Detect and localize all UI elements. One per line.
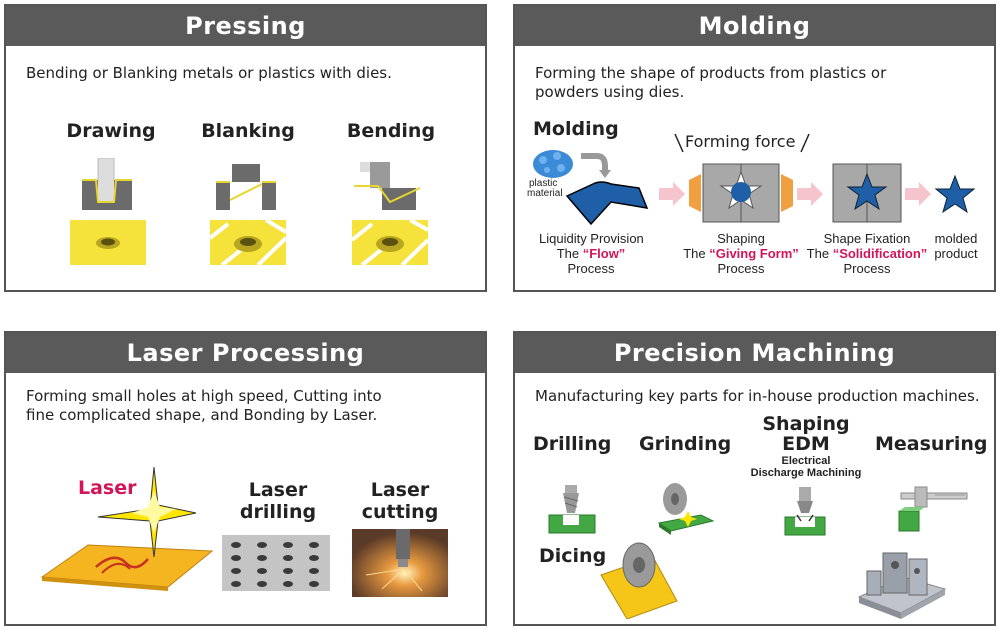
plastic-material-label-2: material <box>527 188 563 199</box>
blanking-label: Blanking <box>201 120 295 142</box>
solidification-mold <box>832 163 902 223</box>
edm-illustration <box>784 487 826 536</box>
molded-product-line2: product <box>934 246 978 261</box>
grinding-illustration <box>657 483 715 535</box>
pressing-panel: Pressing Bending or Blanking metals or p… <box>4 4 487 292</box>
dicing-label: Dicing <box>539 545 607 567</box>
bending-label: Bending <box>346 120 436 142</box>
machining-panel: Precision Machining Manufacturing key pa… <box>513 331 996 626</box>
forming-force-brackets <box>674 133 810 153</box>
stage-form-pre: The <box>683 246 710 261</box>
stage-solid-key: “Solidification” <box>832 246 928 261</box>
pressing-description: Bending or Blanking metals or plastics w… <box>26 64 392 82</box>
measuring-illustration <box>898 486 968 532</box>
flow-illustration <box>533 150 649 226</box>
laser-description-line2: fine complicated shape, and Bonding by L… <box>26 406 378 424</box>
grinding-label: Grinding <box>639 433 732 455</box>
stage-solid-line2: The “Solidification” <box>805 246 929 261</box>
stage-form-line1: Shaping <box>717 231 765 246</box>
measuring-label: Measuring <box>875 433 988 455</box>
machining-title: Precision Machining <box>515 333 994 373</box>
pressing-title: Pressing <box>6 6 485 46</box>
flow-arrow-3 <box>905 182 931 206</box>
laser-label: Laser <box>78 477 137 499</box>
laser-bonding-illustration <box>40 466 214 591</box>
stage-form-line2: The “Giving Form” <box>681 246 801 261</box>
molding-title: Molding <box>515 6 994 46</box>
stage-form-line3: Process <box>717 261 765 276</box>
stage-form-key: “Giving Form” <box>709 246 799 261</box>
machining-description: Manufacturing key parts for in-house pro… <box>535 387 980 405</box>
edm-label: EDM <box>782 433 830 455</box>
edm-note-line2: Discharge Machining <box>750 467 862 479</box>
laser-title: Laser Processing <box>6 333 485 373</box>
stage-flow-line3: Process <box>567 261 615 276</box>
blanking-illustration <box>208 164 288 267</box>
drawing-label: Drawing <box>66 120 156 142</box>
edm-note-line1: Electrical <box>781 455 831 467</box>
dicing-illustration <box>600 542 678 619</box>
molding-panel: Molding Forming the shape of products fr… <box>513 4 996 292</box>
plastic-material-label-1: plastic <box>529 178 558 189</box>
laser-panel: Laser Processing Forming small holes at … <box>4 331 487 626</box>
stage-solid-line1: Shape Fixation <box>823 231 911 246</box>
molding-description-line2: powders using dies. <box>535 83 685 101</box>
stage-flow-line1: Liquidity Provision <box>539 231 644 246</box>
laser-description-line1: Forming small holes at high speed, Cutti… <box>26 387 382 405</box>
drawing-illustration <box>70 158 146 265</box>
laser-cutting-label-2: cutting <box>361 501 439 523</box>
bending-illustration <box>350 162 430 267</box>
laser-drilling-label-1: Laser <box>248 479 308 501</box>
stage-flow-line2: The “Flow” <box>539 246 643 261</box>
molding-description-line1: Forming the shape of products from plast… <box>535 64 887 82</box>
laser-drilling-image <box>222 535 330 591</box>
laser-drilling-label-2: drilling <box>239 501 317 523</box>
drilling-illustration <box>548 485 596 534</box>
giving-form-mold <box>689 163 793 223</box>
forming-force-label: Forming force <box>685 132 796 151</box>
stage-flow-key: “Flow” <box>582 246 626 261</box>
precision-part-image <box>857 552 947 619</box>
laser-cutting-image <box>352 529 448 597</box>
stage-solid-line3: Process <box>843 261 891 276</box>
drilling-label: Drilling <box>533 433 612 455</box>
molding-subtitle: Molding <box>533 118 619 140</box>
molded-product-line1: molded <box>934 231 978 246</box>
shaping-label: Shaping <box>762 413 850 435</box>
stage-solid-pre: The <box>806 246 833 261</box>
stage-flow-pre: The <box>556 246 583 261</box>
laser-cutting-label-1: Laser <box>370 479 430 501</box>
flow-arrow-1 <box>659 182 685 206</box>
molded-product-star <box>935 174 975 214</box>
flow-arrow-2 <box>797 182 823 206</box>
